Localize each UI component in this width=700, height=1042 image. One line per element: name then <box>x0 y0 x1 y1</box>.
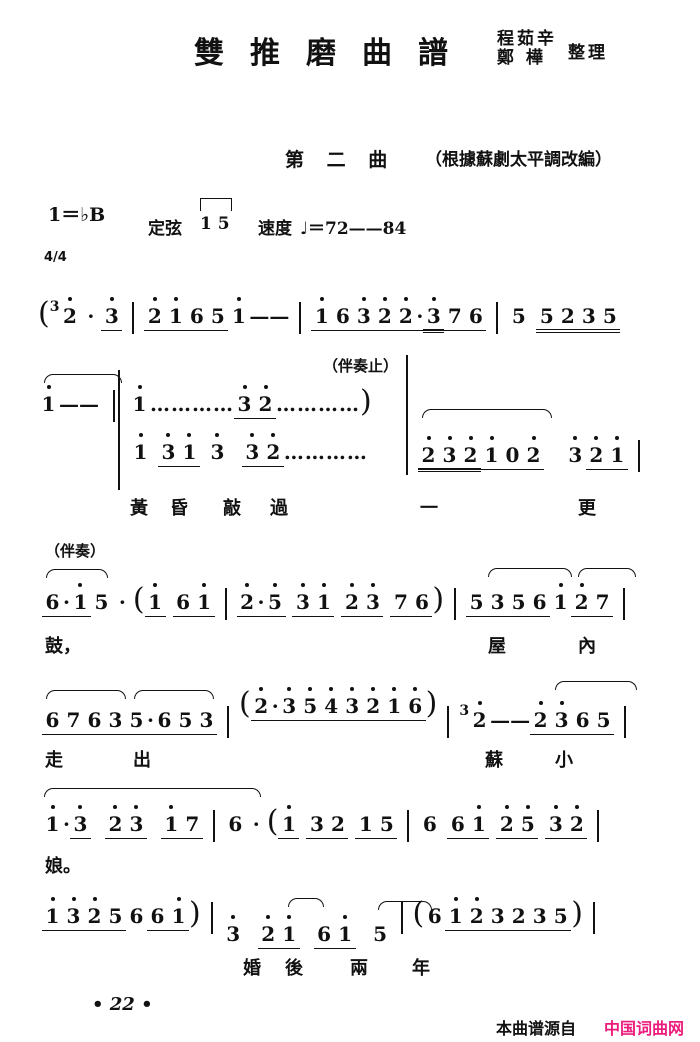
tempo-label: 速度 <box>258 219 292 239</box>
lyric: 後 <box>285 958 303 979</box>
arranger-names: 程茹辛 鄭 樺 <box>497 30 557 68</box>
lyric: 過 <box>270 498 288 519</box>
tempo-value: ♩＝72——84 <box>300 219 407 239</box>
lyric: 內 <box>578 636 596 657</box>
key-signature: 1＝♭B <box>48 204 106 226</box>
lyric: 敲 <box>223 498 241 519</box>
lyric: 屋 <box>488 636 506 657</box>
lyric: 蘇 <box>485 750 503 771</box>
score-title: 雙推磨曲譜 <box>194 36 474 71</box>
lyric: 娘。 <box>45 856 81 877</box>
time-signature: 4/4 <box>44 250 67 265</box>
slur <box>134 690 214 699</box>
section-note: （根據蘇劇太平調改編） <box>425 150 612 170</box>
accomp-label: （伴奏） <box>45 542 106 560</box>
slur <box>488 568 572 577</box>
tuning-value: 1 5 <box>200 214 230 234</box>
lyric: 鼓， <box>45 636 81 657</box>
slur <box>46 690 126 699</box>
lyric: 兩 <box>350 958 368 979</box>
section-heading: 第 二 曲 <box>285 149 396 171</box>
lyric: 走 <box>45 750 63 771</box>
lyric: 年 <box>412 958 430 979</box>
lyric: 一 <box>420 498 438 519</box>
lyric: 更 <box>578 498 596 519</box>
slur <box>44 374 122 383</box>
lyric: 小 <box>555 750 573 771</box>
lyric: 黃 <box>130 498 148 519</box>
source-site-link[interactable]: 中国词曲网 <box>604 1019 685 1038</box>
slur <box>555 681 637 690</box>
lyric: 出 <box>133 750 151 771</box>
arranger-2: 鄭 樺 <box>497 48 546 68</box>
system-bar <box>118 370 120 490</box>
tuning-label: 定弦 <box>148 219 182 239</box>
lyric: 昏 <box>170 498 188 519</box>
page-number: • 22 • <box>92 994 153 1015</box>
accomp-stop-label: （伴奏止） <box>323 357 399 375</box>
lyric: 婚 <box>243 958 261 979</box>
slur <box>44 788 261 797</box>
arranger-1: 程茹辛 <box>497 29 557 49</box>
system-bar <box>406 355 408 475</box>
slur <box>578 568 636 577</box>
arranger-role: 整理 <box>568 43 608 63</box>
slur <box>422 409 552 418</box>
slur <box>46 569 108 578</box>
tuning-bracket <box>200 198 232 211</box>
source-label: 本曲谱源自 <box>496 1019 577 1038</box>
